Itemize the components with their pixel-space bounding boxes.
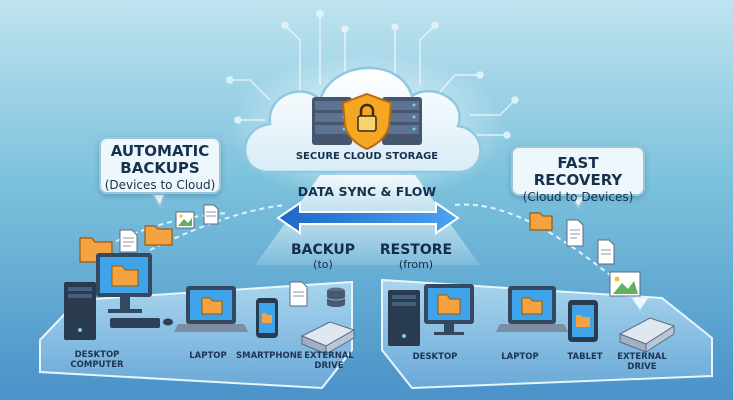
shield-lock-icon (341, 92, 393, 151)
right-callout-pointer (570, 195, 588, 210)
restore-arrowhead (632, 298, 648, 310)
automatic-backups-callout: AUTOMATIC BACKUPS (Devices to Cloud) (99, 137, 221, 194)
tablet-label: TABLET (567, 352, 603, 362)
document-icon (289, 281, 308, 307)
backup-title: BACKUP (290, 242, 355, 258)
fast-recovery-callout: FAST RECOVERY (Cloud to Devices) (511, 146, 645, 204)
label-line: COMPUTER (70, 360, 124, 370)
monitor-icon (96, 253, 152, 313)
database-icon (326, 287, 346, 307)
image-icon (609, 271, 641, 297)
backup-sub: (to) (313, 258, 333, 271)
desktop-tower-icon (388, 290, 420, 346)
external-drive-label: EXTERNAL DRIVE (612, 352, 672, 372)
callout-title-line2: BACKUPS (120, 159, 200, 177)
restore-sub: (from) (398, 258, 434, 271)
laptop-icon (174, 286, 248, 332)
smartphone-label: SMARTPHONE (236, 351, 303, 361)
monitor-icon (424, 284, 474, 335)
folder-icon (529, 212, 553, 231)
keyboard-icon (110, 318, 160, 328)
document-icon (119, 229, 138, 253)
desktop-tower-icon (64, 282, 96, 340)
image-icon (175, 211, 195, 229)
smartphone-icon (256, 298, 278, 338)
callout-title-line1: AUTOMATIC (110, 142, 210, 160)
callout-subtitle: (Devices to Cloud) (104, 178, 216, 192)
restore-title: RESTORE (379, 242, 453, 258)
cloud-title: SECURE CLOUD STORAGE (295, 151, 439, 162)
label-line: EXTERNAL (617, 352, 667, 362)
callout-subtitle: (Cloud to Devices) (522, 190, 634, 204)
left-callout-pointer (150, 193, 167, 209)
label-line: DESKTOP (74, 350, 120, 360)
external-drive-label: EXTERNAL DRIVE (300, 351, 358, 371)
document-icon (566, 219, 584, 247)
folder-icon (144, 225, 173, 246)
label-line: DRIVE (627, 362, 657, 372)
backup-flow-path (149, 204, 286, 251)
restore-label: RESTORE (from) (376, 242, 456, 271)
callout-title: FAST RECOVERY (533, 154, 623, 189)
external-drive-icon (300, 321, 356, 355)
backup-label: BACKUP (to) (288, 242, 358, 271)
mouse-icon (163, 318, 173, 326)
server-rack-icon (312, 97, 422, 145)
laptop-label: LAPTOP (189, 351, 227, 361)
desktop-computer-label: DESKTOP COMPUTER (62, 350, 132, 370)
laptop-label: LAPTOP (501, 352, 539, 362)
document-icon (203, 204, 219, 225)
double-arrow-icon (276, 201, 460, 235)
laptop-icon (496, 286, 568, 332)
desktop-label: DESKTOP (412, 352, 458, 362)
label-line: DRIVE (314, 361, 344, 371)
document-icon (597, 239, 615, 265)
label-line: EXTERNAL (304, 351, 354, 361)
tablet-icon (568, 300, 598, 342)
sync-title: DATA SYNC & FLOW (297, 184, 437, 199)
external-drive-icon (618, 317, 676, 353)
